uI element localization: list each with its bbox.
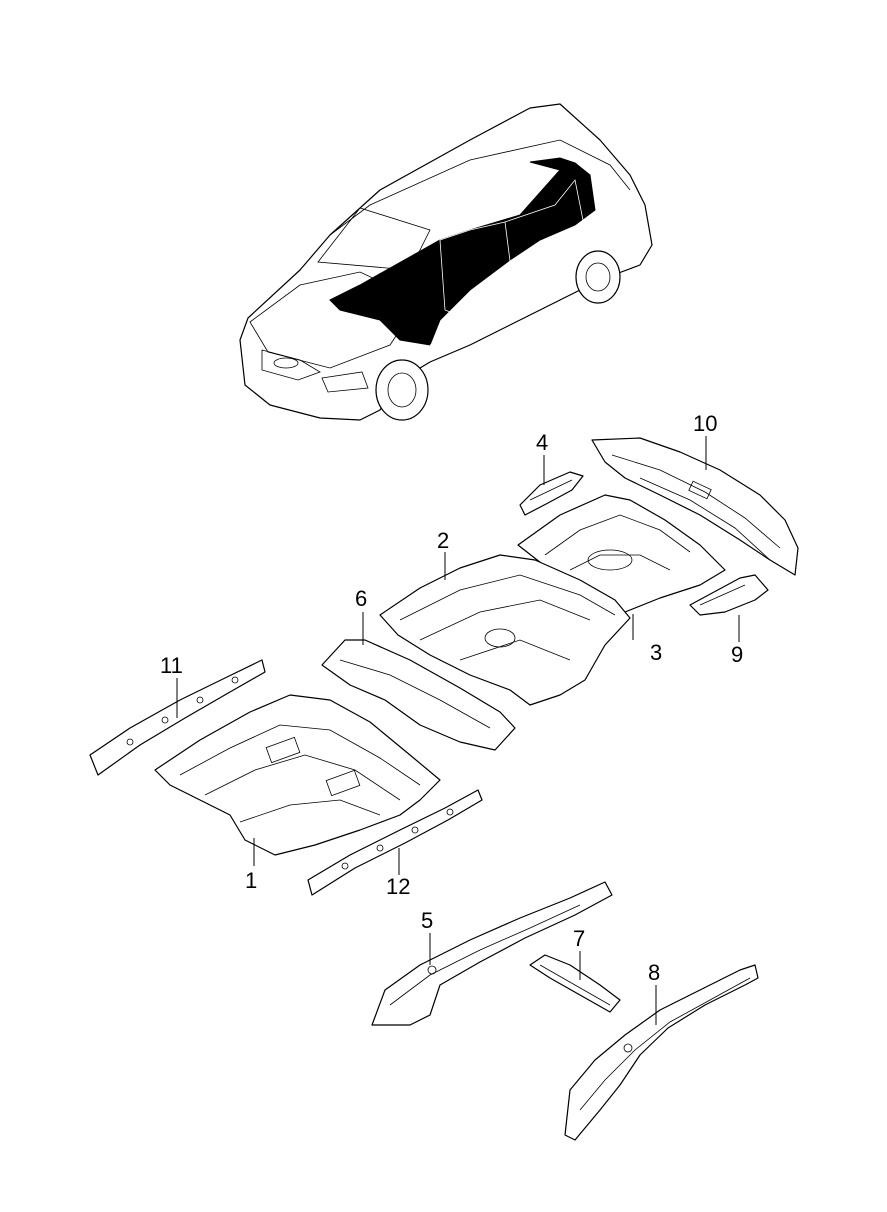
part-2-center-floor: [379, 554, 631, 706]
part-8-right-side-member: [564, 964, 759, 1141]
callout-4: 4: [536, 430, 548, 455]
callout-10: 10: [693, 411, 717, 436]
callout-2: 2: [437, 528, 449, 553]
part-4-cross-member: [519, 471, 584, 516]
callout-leaders: [176, 436, 740, 1025]
callout-1: 1: [245, 868, 257, 893]
part-10-rear-panel: [591, 437, 799, 576]
part-9-bracket: [689, 574, 769, 616]
part-1-front-floor: [154, 694, 441, 856]
callout-8: 8: [648, 960, 660, 985]
part-6-floor-cross-member: [321, 639, 516, 751]
callout-11: 11: [160, 653, 183, 678]
callout-6: 6: [355, 586, 367, 611]
part-12-right-sill: [307, 789, 483, 896]
callout-12: 12: [386, 874, 410, 899]
callout-labels: 1 2 3 4 5 6 7 8 9 10 11 12: [160, 411, 743, 985]
vehicle-overview: [239, 103, 653, 421]
part-7-cross-member: [529, 954, 621, 1013]
callout-7: 7: [573, 926, 585, 951]
callout-3: 3: [650, 640, 662, 665]
callout-9: 9: [731, 642, 743, 667]
part-5-left-side-member: [371, 881, 613, 1026]
callout-5: 5: [421, 908, 433, 933]
